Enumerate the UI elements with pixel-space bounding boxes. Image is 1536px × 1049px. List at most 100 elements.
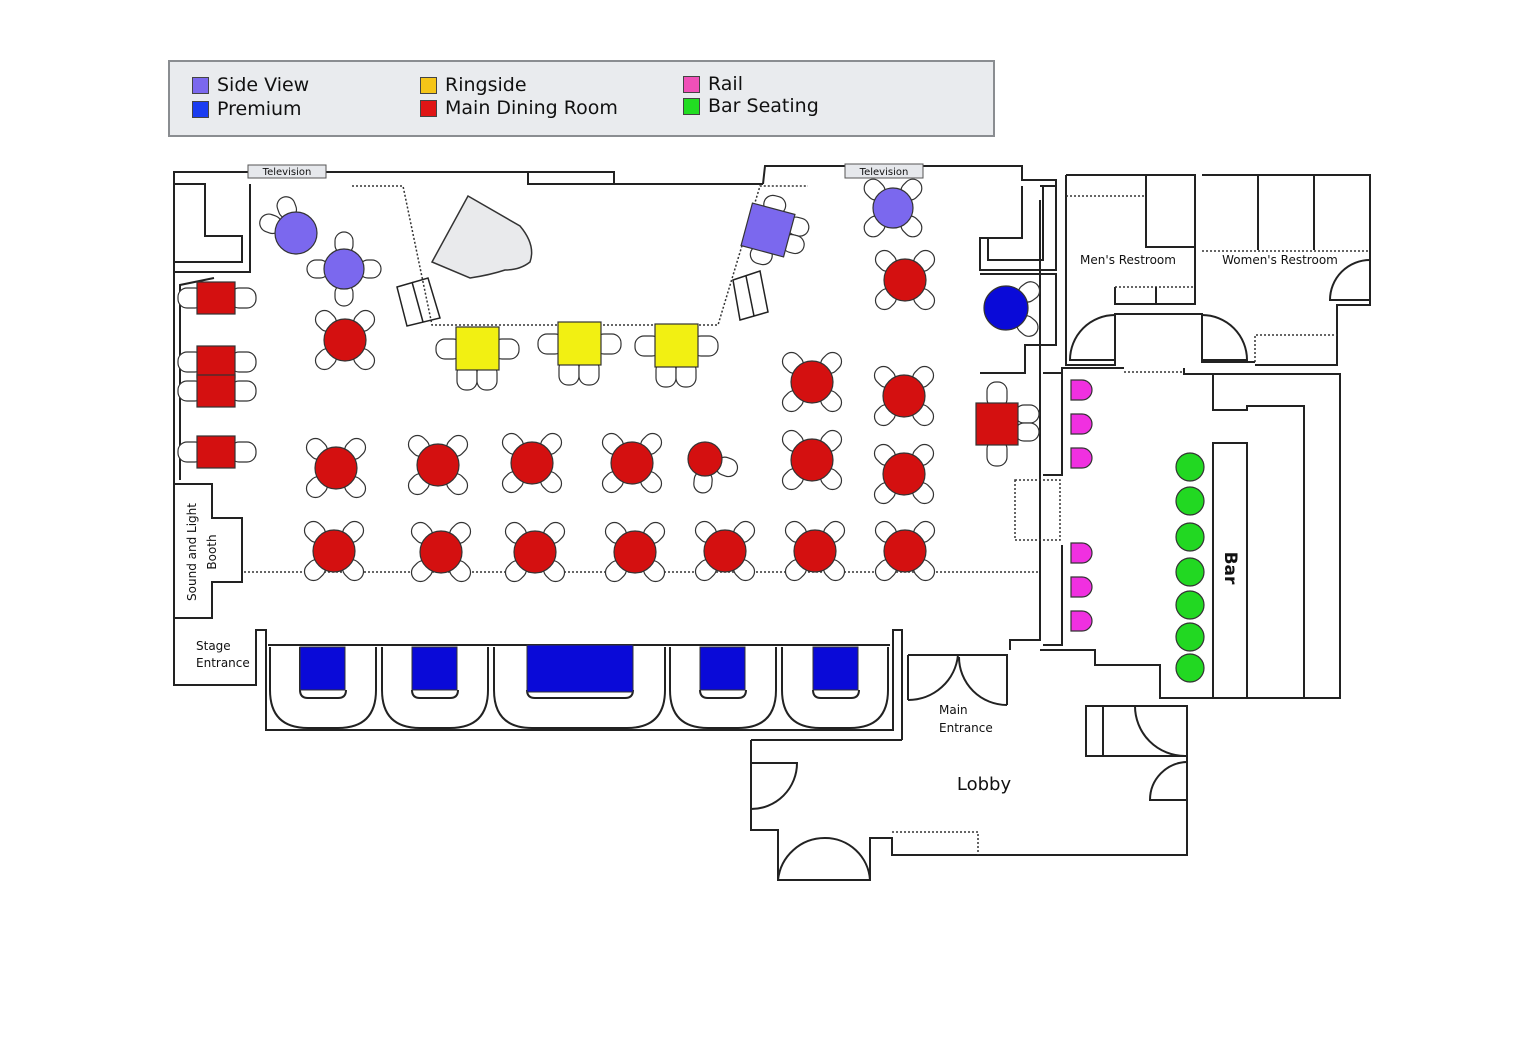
- table-top: [416, 443, 460, 487]
- bar-stool[interactable]: [1175, 486, 1205, 516]
- side-view-table[interactable]: [738, 190, 815, 273]
- stage-entrance-label-1: Stage: [196, 639, 231, 653]
- swatch: [192, 100, 209, 118]
- table-top: [510, 441, 554, 485]
- table-top: [613, 530, 657, 574]
- main-dining-table[interactable]: [779, 427, 845, 493]
- mens-restroom-label: Men's Restroom: [1080, 253, 1176, 267]
- table-top: [793, 529, 837, 573]
- main-dining-table[interactable]: [782, 518, 848, 584]
- swatch: [192, 76, 209, 94]
- bar-stool[interactable]: [1175, 622, 1205, 652]
- rail-seat[interactable]: [1070, 413, 1093, 435]
- tv-right: Television: [844, 163, 924, 179]
- side-view-table[interactable]: [257, 194, 318, 255]
- rail-seat[interactable]: [1070, 576, 1093, 598]
- bar-stool[interactable]: [1175, 653, 1205, 683]
- main-dining-table[interactable]: [687, 441, 740, 494]
- main-dining-table[interactable]: [602, 519, 668, 585]
- ringside-table[interactable]: [634, 323, 719, 388]
- main-dining-table[interactable]: [303, 435, 369, 501]
- table-top: [883, 529, 927, 573]
- table-top: [196, 281, 236, 315]
- stairs-right: [732, 270, 769, 321]
- rail-seat[interactable]: [1070, 610, 1093, 632]
- premium-table[interactable]: [983, 278, 1043, 340]
- premium-booth[interactable]: [299, 646, 346, 691]
- bar-stool[interactable]: [1175, 590, 1205, 620]
- table-top: [687, 441, 723, 477]
- table-top: [740, 202, 796, 258]
- main-dining-table[interactable]: [779, 349, 845, 415]
- table-top: [610, 441, 654, 485]
- bar-stool[interactable]: [1175, 557, 1205, 587]
- side-view-table[interactable]: [860, 175, 925, 240]
- bar-stool[interactable]: [1175, 452, 1205, 482]
- main-dining-table[interactable]: [499, 430, 565, 496]
- main-dining-table[interactable]: [872, 518, 938, 584]
- table-top: [314, 446, 358, 490]
- legend-item-bar-seating: Bar Seating: [683, 95, 819, 117]
- table-top: [196, 374, 236, 408]
- main-dining-table[interactable]: [692, 518, 758, 584]
- main-dining-table[interactable]: [177, 345, 257, 379]
- furniture: [177, 175, 1205, 693]
- main-dining-table[interactable]: [177, 435, 257, 469]
- main-dining-table[interactable]: [312, 307, 378, 373]
- table-top: [790, 438, 834, 482]
- stage-entrance-label-2: Entrance: [196, 656, 250, 670]
- swatch: [683, 75, 700, 93]
- legend-item-rail: Rail: [683, 73, 743, 95]
- rail-seat[interactable]: [1070, 447, 1093, 469]
- side-view-table[interactable]: [306, 231, 382, 307]
- main-dining-table[interactable]: [177, 374, 257, 408]
- table-top: [557, 321, 602, 366]
- table-top: [323, 318, 367, 362]
- premium-booth[interactable]: [812, 646, 859, 691]
- lobby-label: Lobby: [957, 774, 1012, 795]
- table-top: [455, 326, 500, 371]
- main-dining-table[interactable]: [405, 432, 471, 498]
- main-dining-table[interactable]: [408, 519, 474, 585]
- legend: Side View Premium Ringside Main Dining R…: [168, 60, 995, 137]
- table-top: [513, 530, 557, 574]
- table-top: [883, 258, 927, 302]
- table-top: [790, 360, 834, 404]
- main-dining-table[interactable]: [872, 247, 938, 313]
- sound-booth-label: Sound and Light Booth: [185, 503, 219, 601]
- table-top: [975, 402, 1019, 446]
- main-dining-table[interactable]: [502, 519, 568, 585]
- main-dining-table[interactable]: [975, 381, 1040, 467]
- table-top: [872, 187, 914, 229]
- main-dining-table[interactable]: [301, 518, 367, 584]
- table-top: [323, 248, 365, 290]
- rail-seat[interactable]: [1070, 542, 1093, 564]
- bar-stool[interactable]: [1175, 522, 1205, 552]
- piano: [430, 194, 533, 279]
- main-dining-table[interactable]: [871, 441, 937, 507]
- tv-label: Television: [859, 167, 909, 178]
- table-top: [274, 211, 318, 255]
- main-dining-table[interactable]: [177, 281, 257, 315]
- swatch: [420, 76, 437, 94]
- legend-label: Rail: [708, 73, 743, 95]
- rail-seat[interactable]: [1070, 379, 1093, 401]
- swatch: [420, 99, 437, 117]
- main-dining-table[interactable]: [871, 363, 937, 429]
- main-dining-table[interactable]: [599, 430, 665, 496]
- swatch: [683, 97, 700, 115]
- premium-booth[interactable]: [526, 644, 634, 693]
- table-top: [882, 374, 926, 418]
- table-top: [312, 529, 356, 573]
- table-top: [703, 529, 747, 573]
- ringside-table[interactable]: [435, 326, 520, 391]
- premium-booth[interactable]: [699, 646, 746, 691]
- legend-label: Ringside: [445, 74, 527, 96]
- legend-label: Main Dining Room: [445, 97, 618, 119]
- table-top: [419, 530, 463, 574]
- ringside-table[interactable]: [537, 321, 622, 386]
- main-entrance-label-1: Main: [939, 703, 968, 717]
- premium-booth[interactable]: [411, 646, 458, 691]
- legend-item-ringside: Ringside: [420, 74, 527, 96]
